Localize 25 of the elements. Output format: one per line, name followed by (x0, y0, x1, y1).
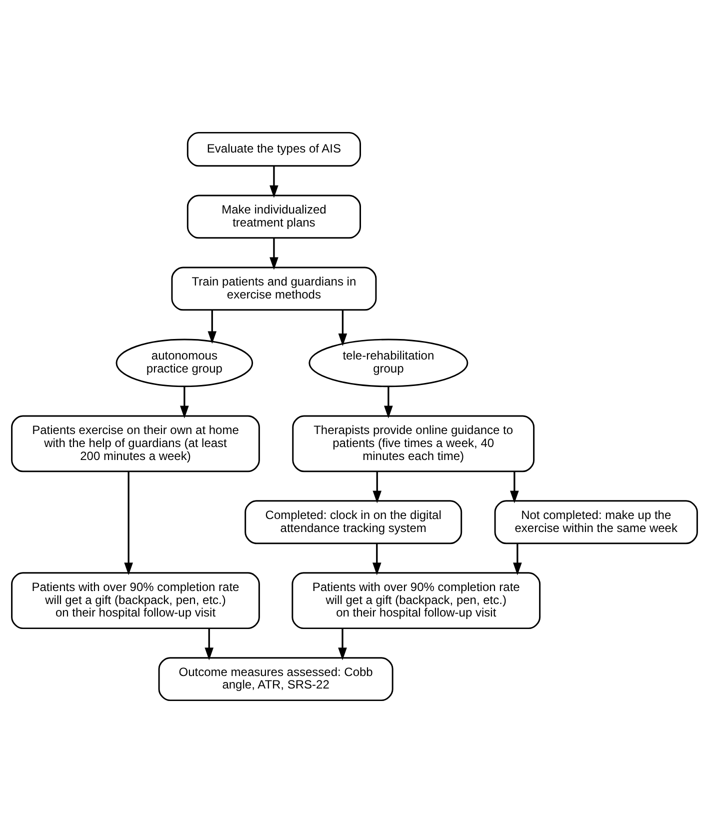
node-box: Patients exercise on their own at home with the help of guardians (at least 200 minutes a week) (11, 414, 260, 472)
node-ellipse: tele-rehabilitation group (308, 338, 468, 387)
arrow (372, 471, 382, 503)
arrow (208, 310, 217, 344)
arrow (513, 543, 522, 575)
arrow (270, 165, 278, 198)
arrow (384, 386, 393, 418)
node-box: Evaluate the types of AIS (186, 131, 361, 166)
node-ellipse: autonomous practice group (116, 338, 254, 387)
arrow (372, 543, 382, 575)
arrow (180, 386, 189, 418)
node-box: Therapists provide online guidance to patients (five times a week, 40 minutes each time) (292, 414, 535, 472)
arrow (338, 310, 348, 346)
arrow (204, 628, 214, 660)
node-box: Outcome measures assessed: Cobb angle, ATR, SRS-22 (158, 656, 394, 701)
node-box: Completed: clock in on the digital attendance tracking system (244, 500, 462, 544)
arrow (270, 238, 278, 270)
arrow (124, 470, 133, 575)
arrow (510, 471, 519, 503)
arrow (338, 628, 347, 660)
node-box: Patients with over 90% completion rate will get a gift (backpack, pen, etc.) on their hospital follow-up visit (292, 572, 541, 629)
node-box: Train patients and guardians in exercise methods (171, 266, 377, 310)
node-box: Make individualized treatment plans (186, 194, 361, 238)
node-box: Not completed: make up the exercise within the same week (494, 500, 698, 544)
node-box: Patients with over 90% completion rate will get a gift (backpack, pen, etc.) on their hospital follow-up visit (11, 572, 260, 629)
